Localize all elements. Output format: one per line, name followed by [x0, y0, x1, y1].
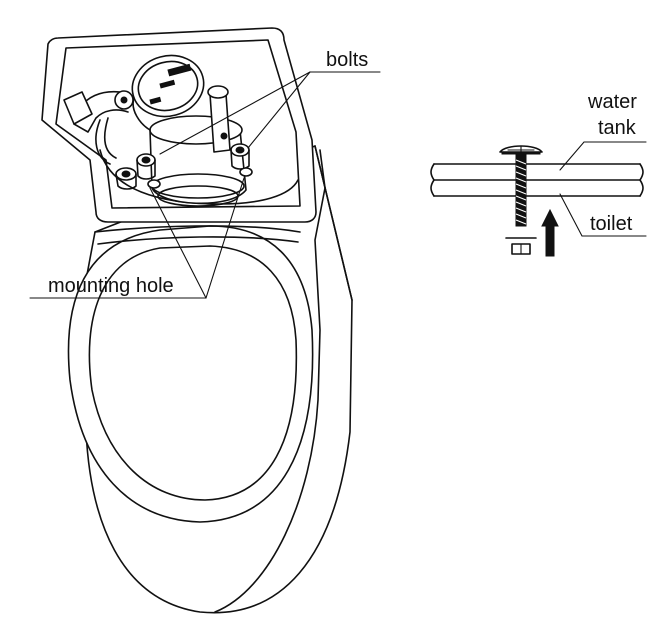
flush-valve-assembly: [63, 54, 247, 207]
water-label: water: [587, 91, 637, 113]
cross-section-detail: [430, 141, 647, 257]
toilet-leader: [559, 193, 647, 237]
mounting-bolts: [115, 143, 253, 190]
bolts-label: bolts: [326, 49, 368, 71]
screw: [499, 145, 543, 227]
tank-label: tank: [598, 117, 637, 139]
mounting-hole-label: mounting hole: [48, 275, 174, 297]
bolts-callout: [159, 71, 381, 155]
mounting-hole-callout: [29, 177, 245, 299]
bolt-left: [115, 167, 137, 190]
bolt-right: [230, 143, 253, 177]
bolt-center-left: [136, 153, 161, 189]
tighten-arrow: [541, 208, 559, 257]
toilet-bowl: [67, 145, 353, 614]
washer-nut: [505, 237, 537, 255]
water-tank-leader: [559, 141, 647, 171]
toilet-label: toilet: [590, 213, 633, 235]
